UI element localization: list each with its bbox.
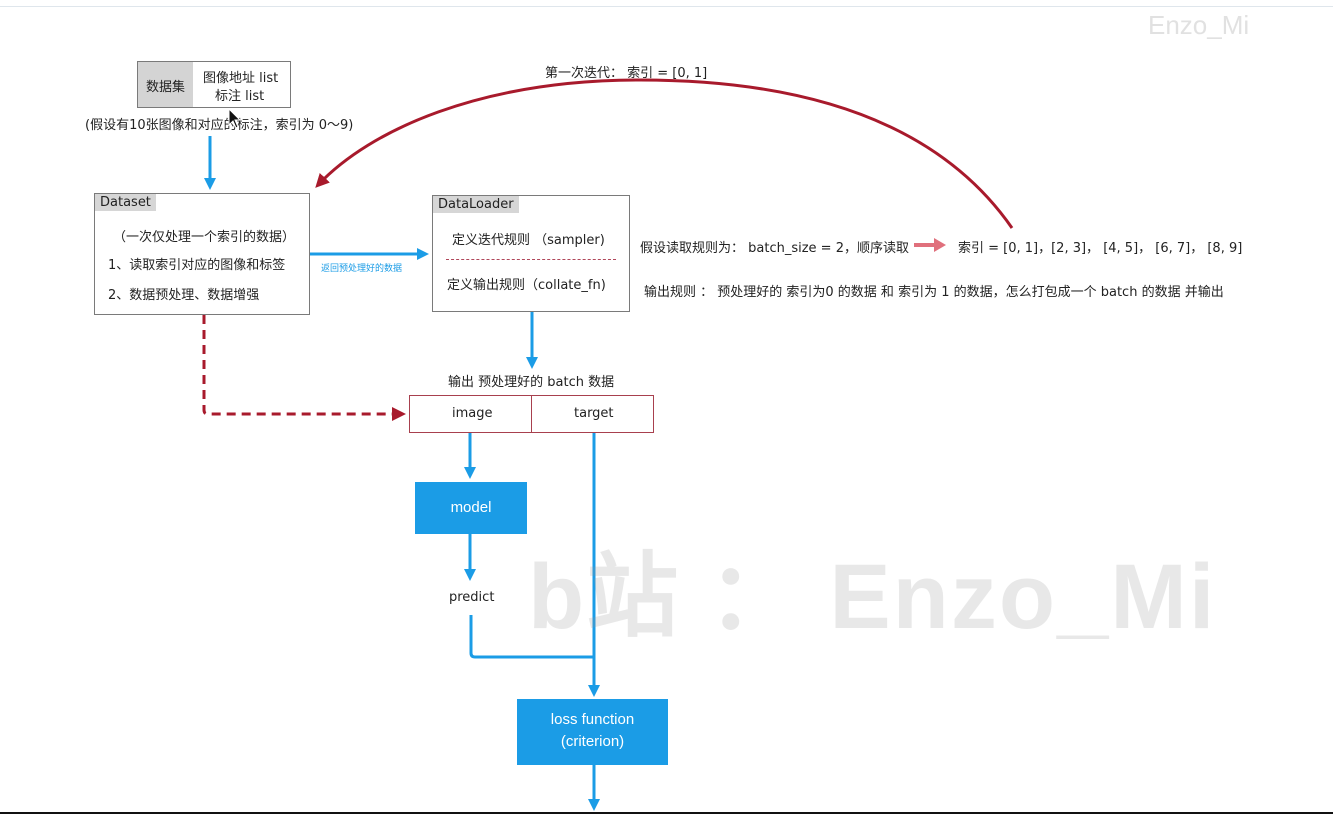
bottom-edge (0, 812, 1333, 814)
loss-criterion-label: (criterion) (560, 733, 625, 750)
return-data-label: 返回预处理好的数据 (321, 264, 403, 274)
dataloader-rule2: 定义输出规则（collate_fn) (447, 278, 606, 293)
dataset-title: Dataset (95, 194, 156, 211)
dataset-step1: 1、读取索引对应的图像和标签 (108, 258, 286, 273)
center-watermark: b站 ： Enzo_Mi (528, 546, 1217, 648)
dataloader-box (432, 195, 630, 312)
read-rule-text: 假设读取规则为： batch_size = 2，顺序读取 (640, 241, 909, 256)
corner-watermark: Enzo_Mi (1148, 10, 1250, 40)
output-batch-label: 输出 预处理好的 batch 数据 (448, 375, 615, 390)
dataloader-title: DataLoader (433, 196, 519, 213)
arrow-predict-to-loss (469, 615, 594, 659)
dataloader-divider (446, 259, 616, 260)
first-iteration-label: 第一次迭代： 索引 = [0, 1] (545, 66, 708, 81)
output-rule-text: 输出规则 ： 预处理好的 索引为0 的数据 和 索引为 1 的数据，怎么打包成一… (644, 285, 1224, 300)
top-divider (0, 6, 1333, 7)
arrow-dataset-to-batch-dashed (202, 315, 406, 421)
dataset-source-note: (假设有10张图像和对应的标注，索引为 0～9) (85, 118, 354, 133)
dataloader-rule1: 定义迭代规则 （sampler) (452, 233, 605, 248)
indices-text: 索引 = [0, 1]，[2, 3]， [4, 5]， [6, 7]， [8, … (958, 241, 1243, 256)
dataset-source-line2: 标注 list (215, 89, 265, 104)
loss-function-box: loss function (criterion) (517, 699, 668, 765)
mouse-cursor-icon (228, 108, 242, 129)
loss-function-label: loss function (550, 711, 635, 728)
model-label: model (450, 499, 492, 516)
arrow-read-rule (914, 238, 946, 252)
batch-image-cell: image (452, 406, 493, 421)
model-box: model (415, 482, 527, 534)
arrow-iteration-curve (315, 78, 1014, 229)
predict-label: predict (449, 590, 495, 605)
dataset-source-line1: 图像地址 list (203, 71, 279, 86)
batch-divider (531, 395, 532, 433)
dataset-desc: （一次仅处理一个索引的数据） (113, 230, 296, 245)
dataset-box (94, 193, 310, 315)
dataset-step2: 2、数据预处理、数据增强 (108, 288, 260, 303)
batch-target-cell: target (574, 406, 614, 421)
dataset-source-label-cell (138, 62, 193, 107)
dataset-source-label: 数据集 (146, 80, 186, 95)
